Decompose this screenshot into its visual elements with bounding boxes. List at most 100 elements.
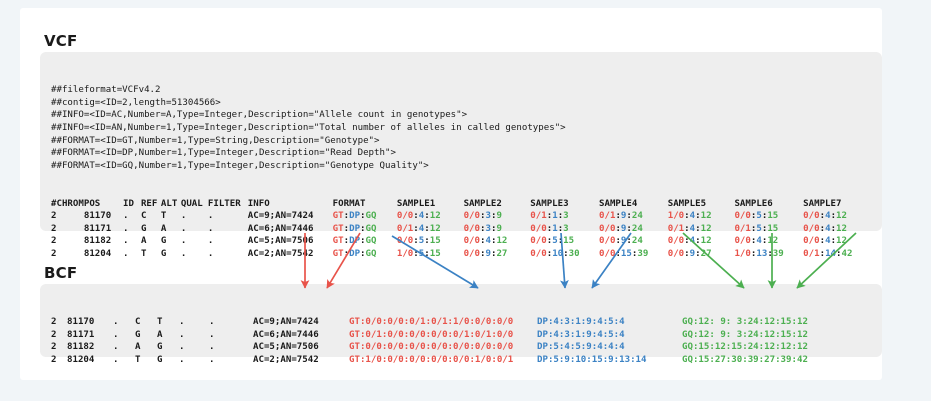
sample-gt: 0/0 [463, 248, 480, 259]
vcf-cell-filter: . [207, 248, 214, 259]
vcf-cell-qual: . [180, 236, 187, 247]
vcf-cell-id: . [123, 248, 129, 259]
vcf-cell-sample2: 0/0:3:9 [463, 223, 502, 234]
bcf-cell-pos: 81204 [67, 354, 95, 365]
bcf-cell-dp-block: DP:5:4:5:9:4:4:4 [537, 342, 625, 353]
sample-gq: 12 [429, 211, 441, 222]
vcf-meta-line: ##fileformat=VCFv4.2 [51, 85, 161, 96]
bcf-cell-chrom: 2 [51, 354, 57, 365]
sample-dp: 4 [689, 223, 696, 234]
sample-gt: 0/0 [530, 223, 547, 234]
sample-gt: 1/0 [734, 248, 751, 259]
sample-gt: 0/0 [803, 211, 820, 222]
vcf-cell-ref: A [140, 236, 147, 247]
vcf-cell-alt: T [160, 211, 167, 222]
bcf-cell-pos: 81171 [67, 329, 95, 340]
sample-gt: 0/0 [734, 236, 751, 247]
vcf-col-info: INFO [247, 198, 270, 209]
vcf-meta-line: ##FORMAT=<ID=DP,Number=1,Type=Integer,De… [51, 148, 396, 159]
sample-gq: 24 [631, 223, 643, 234]
bcf-cell-qual: . [179, 354, 185, 365]
bcf-cell-chrom: 2 [51, 342, 57, 353]
sample-gt: 0/0 [599, 236, 616, 247]
bcf-cell-chrom: 2 [51, 329, 57, 340]
vcf-cell-filter: . [207, 223, 214, 234]
vcf-cell-alt: A [160, 223, 167, 234]
vcf-cell-sample5: 1/0:4:12 [667, 211, 712, 222]
vcf-cell-chrom: 2 [51, 223, 57, 234]
sample-gq: 9 [496, 223, 502, 234]
vcf-cell-sample5: 0/0:4:12 [667, 236, 712, 247]
sample-dp: 14 [825, 248, 837, 259]
bcf-cell-filter: . [209, 329, 215, 340]
vcf-cell-id: . [123, 236, 129, 247]
vcf-cell-info: AC=5;AN=7506 [247, 236, 314, 247]
vcf-cell-sample1: 0/0:5:15 [396, 236, 441, 247]
sample-dp: 3 [485, 223, 491, 234]
vcf-col-sample4: SAMPLE4 [599, 198, 638, 209]
vcf-cell-sample7: 0/1:14:42 [803, 248, 853, 259]
vcf-meta-line: ##INFO=<ID=AN,Number=1,Type=Integer,Desc… [51, 122, 566, 133]
vcf-cell-info: AC=6;AN=7446 [247, 223, 314, 234]
vcf-cell-sample4: 0/0:9:24 [599, 236, 643, 247]
format-key-gt: GT [332, 248, 344, 259]
sample-gt: 0/0 [396, 211, 414, 222]
bcf-cell-info: AC=5;AN=7506 [253, 342, 319, 353]
vcf-cell-sample3: 0/0:10:30 [530, 248, 580, 259]
sample-gq: 12 [700, 211, 712, 222]
sample-dp: 9 [620, 223, 627, 234]
sample-dp: 3 [485, 211, 491, 222]
bcf-cell-ref: G [135, 329, 141, 340]
vcf-cell-pos: 81170 [83, 211, 112, 222]
sample-gt: 0/0 [734, 211, 751, 222]
sample-gt: 0/0 [803, 223, 820, 234]
sample-dp: 4 [485, 236, 491, 247]
vcf-cell-sample6: 0/0:5:15 [734, 211, 779, 222]
bcf-cell-qual: . [179, 342, 185, 353]
vcf-col-chrom: #CHROM [51, 198, 84, 209]
sample-dp: 9 [620, 211, 627, 222]
bcf-section-title: BCF [44, 264, 78, 282]
vcf-cell-pos: 81182 [83, 236, 112, 247]
vcf-cell-sample7: 0/0:4:12 [803, 223, 847, 234]
sample-gq: 12 [700, 223, 712, 234]
sample-dp: 4 [825, 223, 831, 234]
vcf-cell-chrom: 2 [51, 236, 57, 247]
sample-gq: 12 [836, 211, 847, 222]
bcf-cell-gt-block: GT:1/0:0/0:0/0:0/0:0/0:1/0:0/1 [349, 354, 514, 365]
vcf-cell-format: GT:DP:GQ [332, 248, 377, 259]
vcf-cell-sample5: 0/1:4:12 [667, 223, 712, 234]
sample-dp: 5 [756, 223, 762, 234]
sample-dp: 10 [552, 248, 564, 259]
vcf-cell-sample6: 0/1:5:15 [734, 223, 779, 234]
format-key-gt: GT [332, 236, 344, 247]
sample-gt: 0/1 [803, 248, 820, 259]
vcf-cell-info: AC=2;AN=7542 [247, 248, 314, 259]
sample-gt: 0/0 [599, 248, 616, 259]
vcf-variant-table: #CHROM POS ID REF ALT QUAL FILTER INFO F… [51, 198, 872, 261]
bcf-cell-id: . [113, 329, 119, 340]
sample-dp: 5 [552, 236, 558, 247]
sample-dp: 9 [485, 248, 491, 259]
bcf-cell-alt: T [157, 317, 163, 328]
sample-gt: 0/0 [530, 248, 547, 259]
vcf-cell-filter: . [207, 211, 214, 222]
format-key-dp: DP [349, 248, 361, 259]
content-card: VCF ##fileformat=VCFv4.2##contig=<ID=2,l… [20, 8, 882, 380]
vcf-cell-sample3: 0/0:5:15 [530, 236, 575, 247]
format-key-gq: GQ [365, 223, 377, 234]
bcf-cell-gq-block: GQ:12: 9: 3:24:12:15:12 [682, 329, 808, 340]
vcf-meta-line: ##FORMAT=<ID=GT,Number=1,Type=String,Des… [51, 135, 380, 146]
sample-gq: 15 [563, 236, 575, 247]
sample-gq: 42 [841, 248, 853, 259]
vcf-cell-qual: . [180, 223, 187, 234]
vcf-cell-qual: . [180, 211, 187, 222]
format-key-gq: GQ [365, 211, 377, 222]
vcf-cell-sample3: 0/1:1:3 [530, 211, 569, 222]
